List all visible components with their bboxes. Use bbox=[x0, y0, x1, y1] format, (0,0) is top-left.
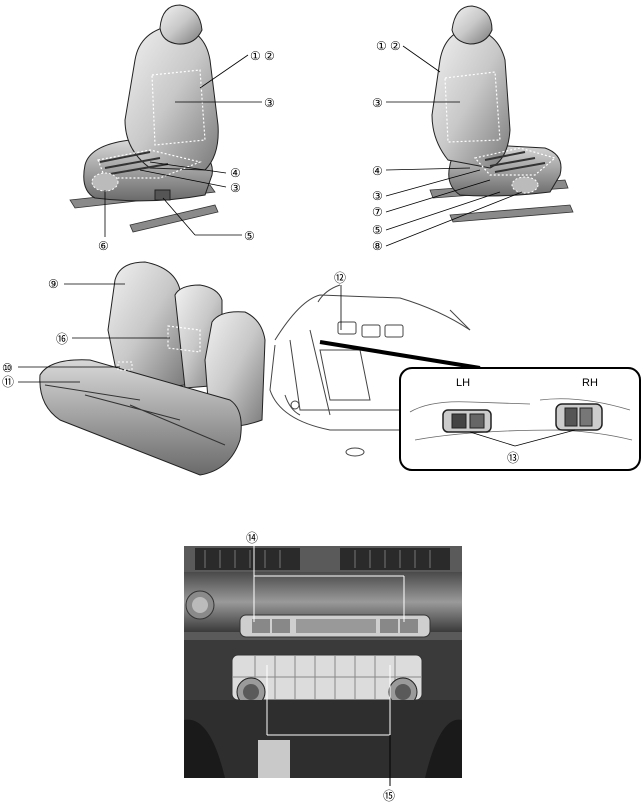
callout-13: ⑬ bbox=[507, 451, 519, 465]
callout-10: ⑩ bbox=[2, 361, 13, 375]
car-rear-view bbox=[269, 284, 471, 457]
dashboard-photo bbox=[184, 546, 462, 778]
rear-seat bbox=[39, 261, 266, 476]
zoom-line bbox=[319, 340, 481, 370]
callout-12-group: ⑫ bbox=[334, 271, 346, 330]
callout-7: ⑦ bbox=[372, 205, 383, 219]
inset-label-rh: RH bbox=[582, 377, 598, 389]
callout-1r: ① bbox=[376, 39, 387, 53]
callout-16: ⑯ bbox=[56, 332, 68, 346]
callout-14: ⑭ bbox=[246, 531, 258, 545]
callout-1: ① bbox=[250, 49, 261, 63]
callout-3r2: ③ bbox=[372, 189, 383, 203]
callout-4: ④ bbox=[230, 166, 241, 180]
callout-6: ⑥ bbox=[98, 239, 109, 253]
callout-5r: ⑤ bbox=[372, 223, 383, 237]
callout-4r: ④ bbox=[372, 164, 383, 178]
callout-3b: ③ bbox=[230, 181, 241, 195]
callout-3r: ③ bbox=[372, 96, 383, 110]
lh-switch bbox=[442, 409, 492, 433]
rh-switch bbox=[555, 403, 603, 431]
callouts-dashboard: ⑭ ⑮ bbox=[246, 531, 405, 803]
switch-inset: LH RH ⑬ bbox=[399, 367, 641, 471]
front-seat-right bbox=[429, 5, 574, 223]
callouts-front-left: ① ② ③ ④ ③ ⑤ ⑥ bbox=[98, 49, 275, 253]
callouts-rear: ⑨ ⑯ ⑩ ⑪ bbox=[2, 277, 170, 389]
callouts-front-right: ① ② ③ ④ ③ ⑦ ⑤ ⑧ bbox=[372, 39, 523, 253]
callout-2: ② bbox=[264, 49, 275, 63]
callout-2r: ② bbox=[390, 39, 401, 53]
callout-3: ③ bbox=[264, 96, 275, 110]
callout-12: ⑫ bbox=[334, 271, 346, 285]
inset-label-lh: LH bbox=[456, 377, 470, 389]
callout-8: ⑧ bbox=[372, 239, 383, 253]
callout-5: ⑤ bbox=[244, 229, 255, 243]
callout-15: ⑮ bbox=[383, 789, 395, 803]
front-seat-left bbox=[69, 4, 219, 233]
callout-11: ⑪ bbox=[2, 375, 14, 389]
callout-9: ⑨ bbox=[48, 277, 59, 291]
